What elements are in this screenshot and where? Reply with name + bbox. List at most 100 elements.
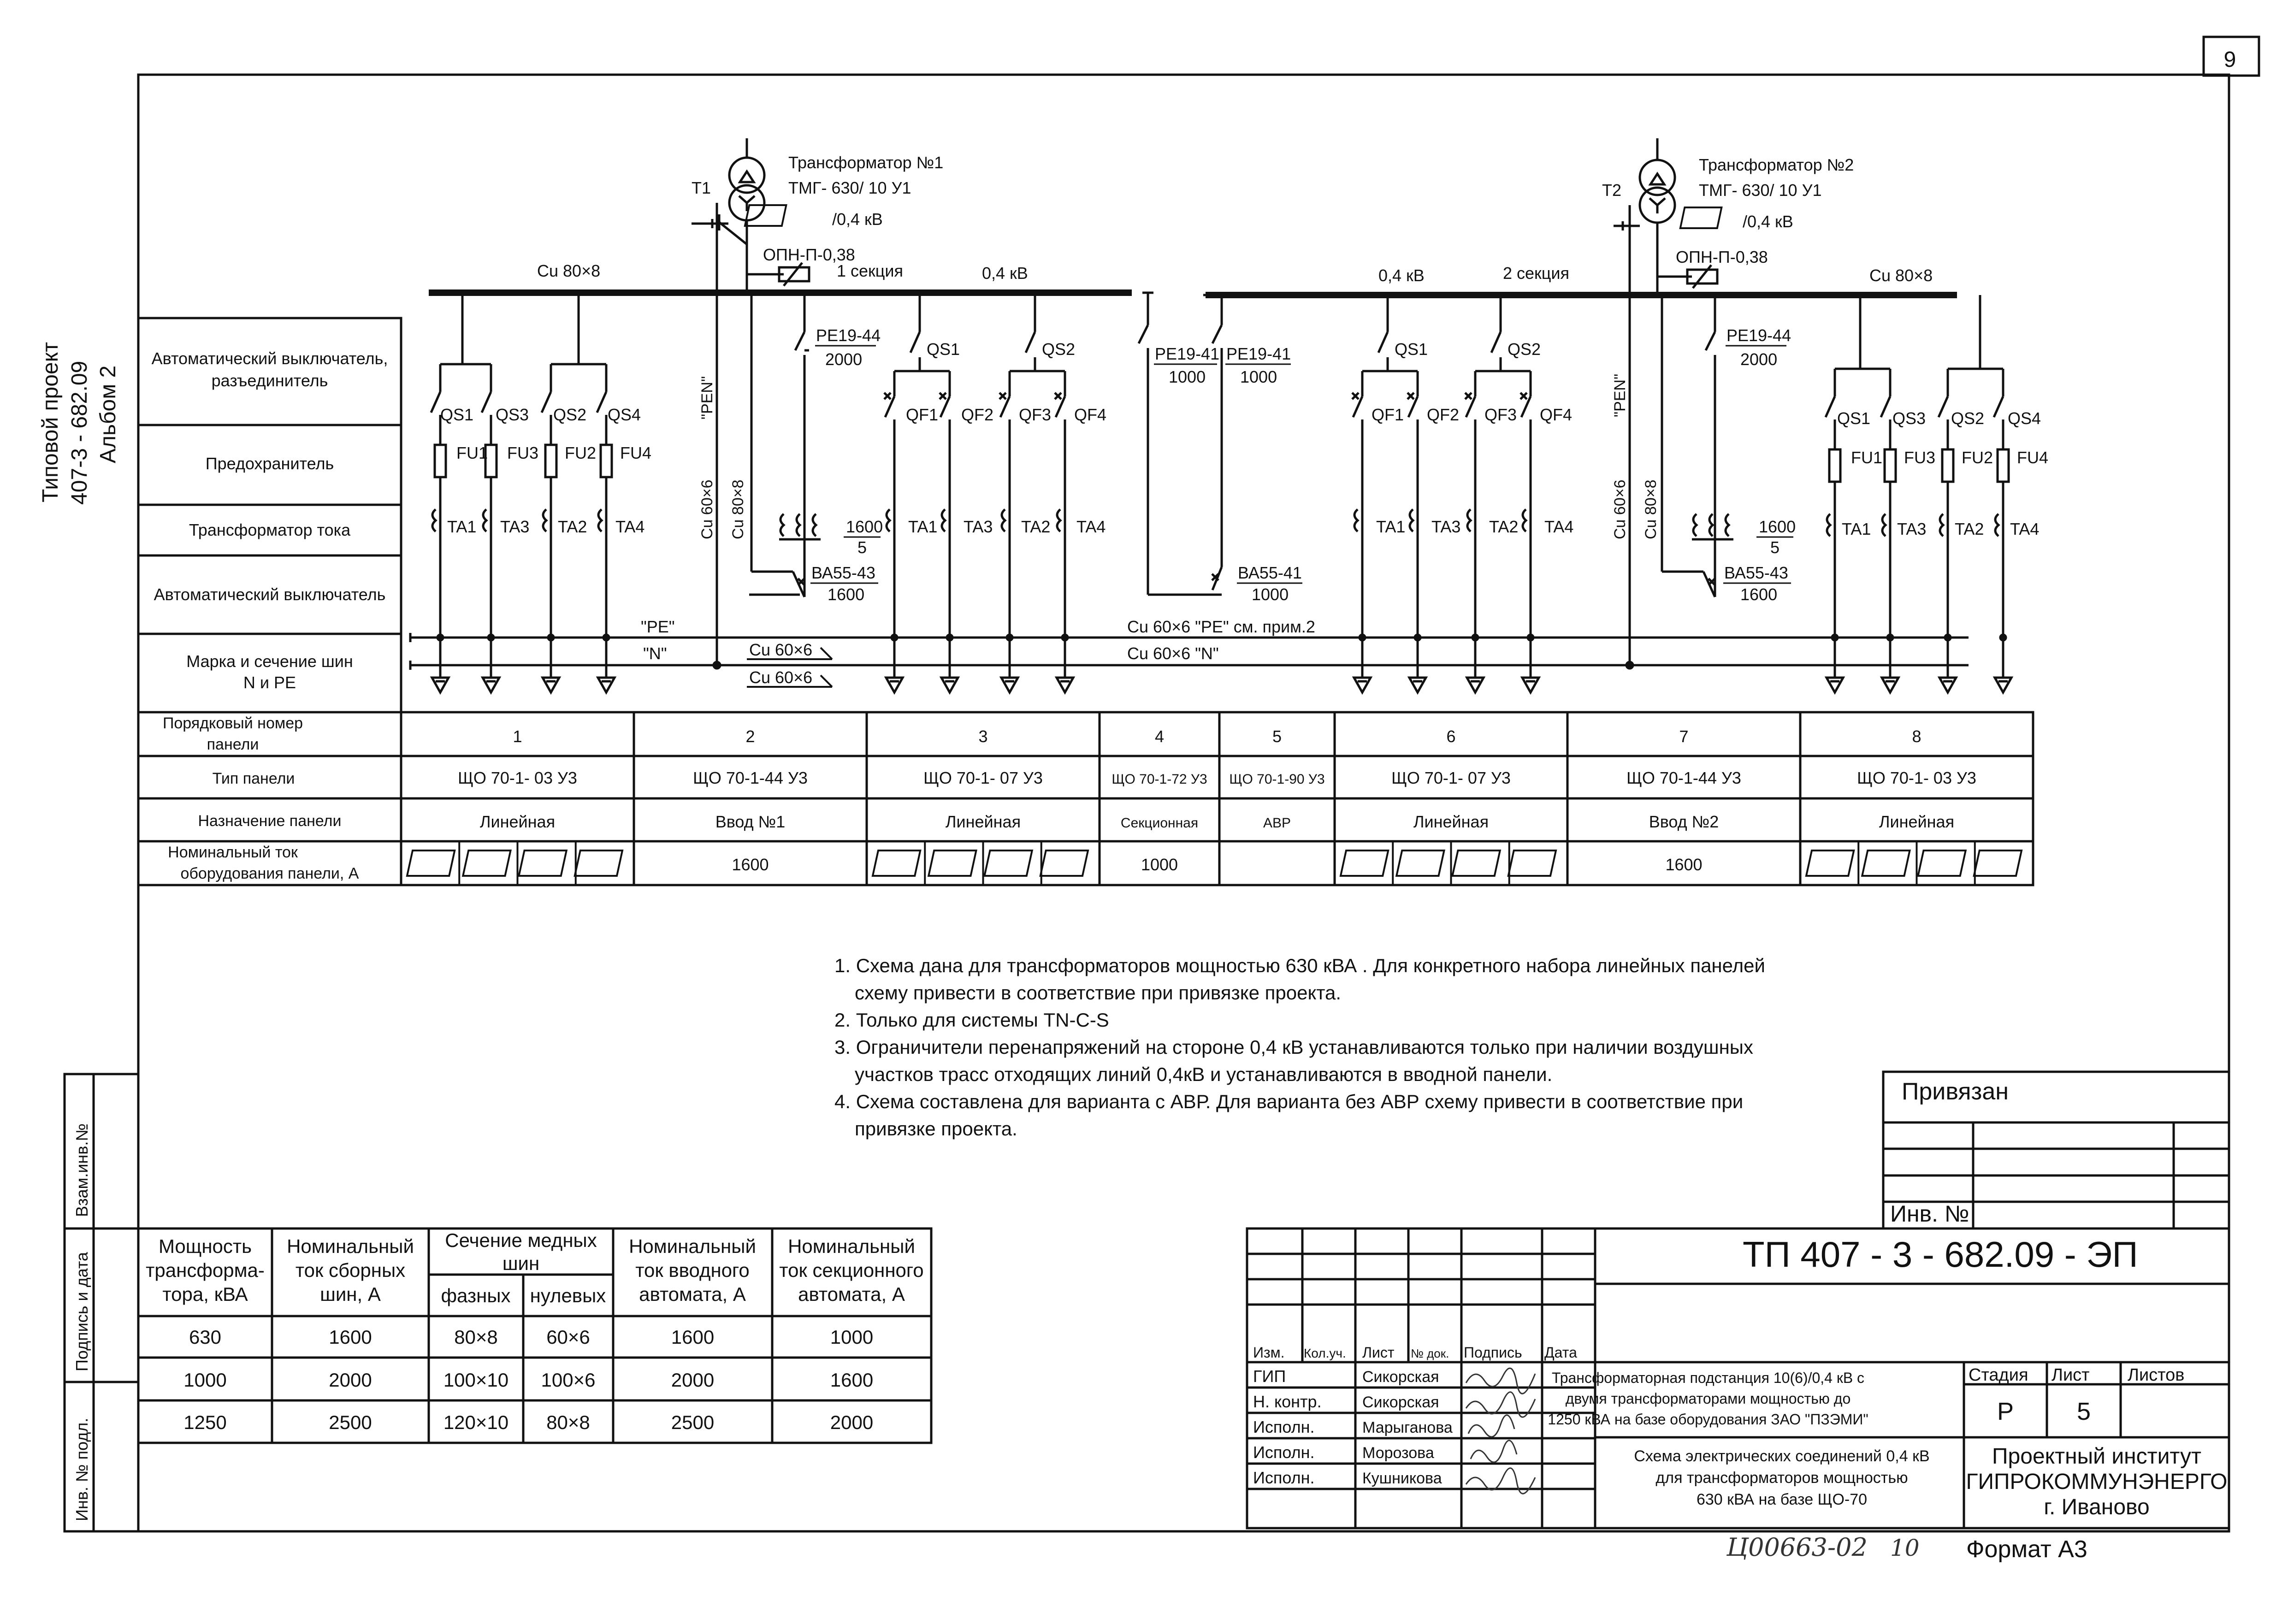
p1-ta1: TA1 [447,517,476,536]
signer-role: Исполн. [1253,1468,1315,1487]
row-label-breaker-1: Автоматический выключатель, [152,349,388,368]
p1-qs2: QS2 [553,405,586,424]
transformer-t2 [1614,138,1719,664]
handwritten-code: Ц00663-02 [1726,1533,1868,1562]
pe-section: Cu 60×6 [749,640,812,659]
current-placeholder-box [1507,850,1557,877]
panel2-circuits [749,293,821,598]
power-table-cell: 1250 [183,1411,226,1433]
pen-labels: "PEN" Cu 60×6 Cu 80×8 "PEN" Cu 60×6 Cu 8… [698,374,1660,539]
p3-ta2: TA2 [1021,517,1050,536]
cu60-right: Cu 60×6 [1611,480,1629,540]
title-block-columns: Изм. Кол.уч. Лист № док. Подпись Дата [1253,1344,1577,1361]
sheet-number: 9 [2224,47,2236,72]
t2-model: ТМГ- 630/ 10 У1 [1699,181,1821,200]
panel-number: 4 [1155,727,1164,746]
power-table-headers: Мощность трансформа- тора, кВА Номинальн… [146,1229,923,1306]
main-busbars [409,289,1969,670]
p2-ba-v: 1600 [828,585,864,604]
p8-qs3: QS3 [1892,409,1926,428]
side-stamp-line2: 407-3 - 682.09 [67,361,92,505]
t1-model: ТМГ- 630/ 10 У1 [788,178,911,197]
panel-number: 6 [1446,727,1455,746]
panel4-circuits [1137,291,1223,596]
p6-qf1: QF1 [1372,405,1404,424]
power-table-cell: 1000 [830,1326,873,1348]
power-table-cell: 100×6 [541,1369,596,1391]
panel8-labels: QS1 QS3 QS2 QS4 FU1 FU3 FU2 FU4 TA1 TA3 … [1837,409,2048,538]
panel8-circuits [1824,295,2010,678]
project-title-3: 1250 кВА на базе оборудования ЗАО "ПЗЭМИ… [1548,1411,1868,1428]
p8-ta3: TA3 [1897,520,1926,538]
panel-type: ЩО 70-1- 07 У3 [1391,768,1511,787]
panel-type: ЩО 70-1- 03 У3 [1857,768,1976,787]
panel-number: 8 [1912,727,1921,746]
power-table-cell: 80×8 [454,1326,498,1348]
pt-h-input-2: ток вводного [635,1259,750,1281]
current-placeholder-box [927,850,977,877]
panel-number: 2 [745,727,755,746]
project-title: Трансформаторная подстанция 10(6)/0,4 кВ… [1548,1370,1868,1428]
panel-purpose: Линейная [1879,812,1954,831]
p3-qf2: QF2 [961,405,993,424]
t1-tag: T1 [692,178,711,197]
p4-re-left-v: 1000 [1169,367,1206,386]
power-table-cell: 80×8 [546,1411,590,1433]
panel-table-row-headers: Порядковый номер панели Тип панели Назна… [163,715,359,882]
signer-name: Морозова [1362,1444,1434,1462]
pt-h-neutral: нулевых [530,1285,606,1306]
note-line-1: 1. Схема дана для трансформаторов мощнос… [834,955,1765,976]
p6-ta3: TA3 [1431,517,1460,536]
tb-col-date: Дата [1544,1344,1577,1361]
org-3: г. Иваново [2044,1495,2149,1519]
power-table-cell: 2500 [329,1411,372,1433]
p7-ct-den: 5 [1770,538,1780,557]
p3-ta4: TA4 [1076,517,1106,536]
current-placeholder-box [1973,850,2023,877]
cu80-left: Cu 80×8 [729,480,747,540]
note-line-7: привязке проекта. [855,1118,1017,1140]
p2-ct-den: 5 [857,538,867,557]
ph-purpose: Назначение панели [198,812,341,830]
p6-ta4: TA4 [1544,517,1573,536]
panel-purpose: Линейная [480,812,555,831]
project-title-2: двумя трансформаторами мощностью до [1566,1390,1851,1407]
bus-right-material: Cu 80×8 [1869,266,1933,285]
current-placeholder-box [1451,850,1502,877]
p7-ba: ВА55-43 [1724,563,1788,582]
p6-ta1: TA1 [1376,517,1405,536]
pt-h-bus-2: ток сборных [296,1259,405,1281]
pen-label-left: "PEN" [698,376,716,419]
power-table-cell: 630 [189,1326,221,1348]
signer-name: Сикорская [1362,1394,1439,1411]
power-table-cell: 2000 [830,1411,873,1433]
sheets-label: Листов [2128,1365,2184,1385]
p2-ba: ВА55-43 [811,563,875,582]
p8-fu3: FU3 [1904,448,1935,467]
ph-type: Тип панели [213,770,295,787]
note-line-4: 3. Ограничители перенапряжений на сторон… [834,1036,1753,1058]
pt-h-power-2: трансформа- [146,1259,265,1281]
power-table-cell: 100×10 [443,1369,508,1391]
bus-right-voltage: 0,4 кВ [1378,266,1425,285]
pt-h-sect-1: Номинальный [788,1235,915,1257]
pt-h-section-2: шин [503,1252,539,1274]
stage-value: Р [1997,1398,2014,1425]
tb-col-list: Лист [1362,1344,1395,1361]
current-placeholder-box [518,850,568,877]
p6-qf3: QF3 [1484,405,1517,424]
ground-arrows [430,633,2014,695]
current-placeholder-box [573,850,624,877]
pt-h-bus-3: шин, А [320,1283,381,1305]
tb-col-izm: Изм. [1253,1344,1285,1361]
p8-fu1: FU1 [1851,448,1882,467]
panel-current: 1000 [1141,855,1178,874]
p8-fu2: FU2 [1962,448,1993,467]
p2-re-v: 2000 [825,350,862,369]
current-placeholder-box [406,850,456,877]
bus-left-material: Cu 80×8 [537,261,600,280]
p1-qs4: QS4 [608,405,641,424]
p1-ta3: TA3 [500,517,529,536]
bus-left-voltage: 0,4 кВ [982,264,1028,283]
